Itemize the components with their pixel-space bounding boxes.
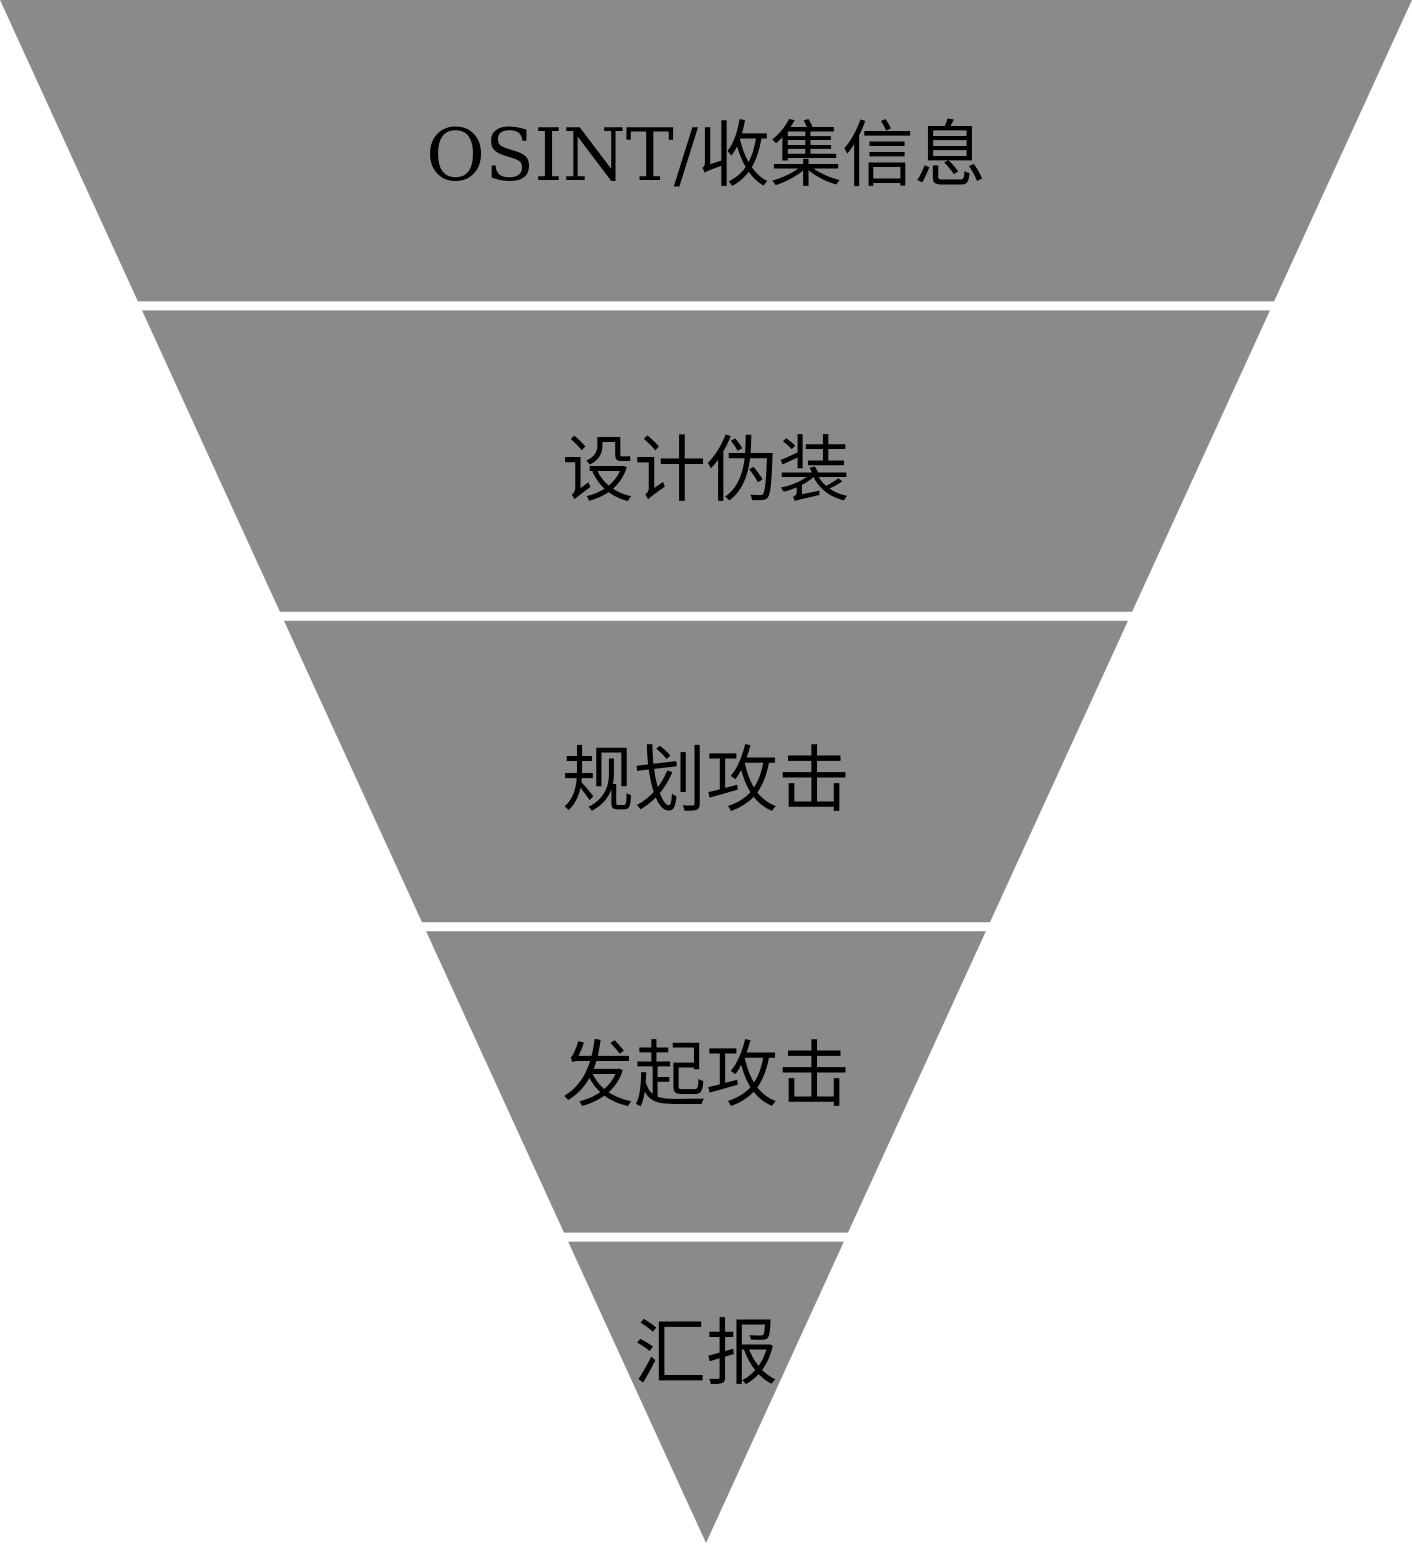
funnel-stage-4 <box>426 931 986 1233</box>
funnel-stage-2-label: 设计伪装 <box>562 428 850 512</box>
funnel-stage-5 <box>568 1241 844 1543</box>
funnel-stage-2 <box>142 310 1270 612</box>
funnel-stage-5-label: 汇报 <box>634 1311 778 1395</box>
funnel-stage-3 <box>284 620 1128 923</box>
funnel-stage-1 <box>0 0 1412 302</box>
funnel-stage-4-label: 发起攻击 <box>562 1033 850 1117</box>
funnel-stage-3-label: 规划攻击 <box>562 738 850 822</box>
funnel-stage-1-label: OSINT/收集信息 <box>426 113 986 197</box>
